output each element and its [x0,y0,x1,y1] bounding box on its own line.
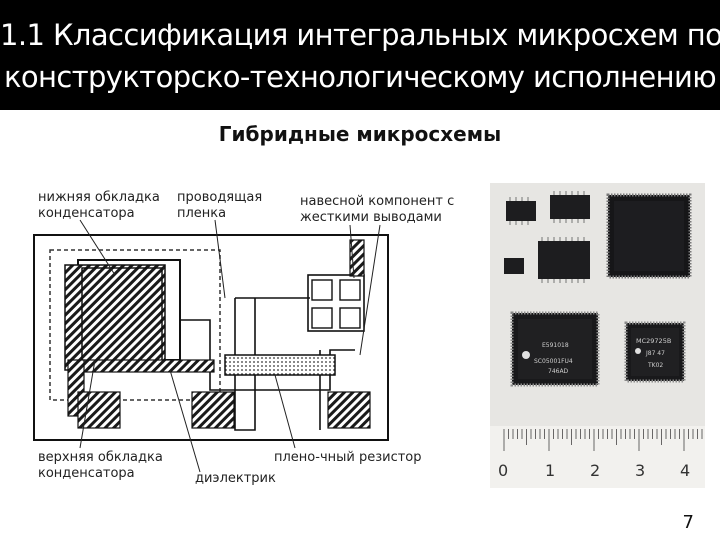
dielectric-layer [49,249,221,401]
label-dielectric: диэлектрик [195,471,276,486]
ruler-number-0: 0 [498,461,508,480]
chip-mc-label-3: TK02 [647,362,663,369]
chip-tiny [504,258,524,274]
label-mounted-component-2: жесткими выводами [300,210,442,225]
chip-e-label-2: SC05001FU4 [534,358,573,365]
chip-qfp-mc29725b: MC29725B J87 47 TK02 [624,321,686,383]
ruler-number-3: 3 [635,461,645,480]
chip-mc-label-2: J87 47 [645,350,665,357]
chip-soic-small [506,197,536,225]
chip-qfp-large [606,193,692,279]
contact-pad [77,391,121,429]
substrate-outline [33,234,389,441]
chip-soic-wide [538,237,590,283]
label-bottom-plate-2: конденсатора [38,206,135,221]
contact-pad [191,391,235,429]
label-film-resistor: плено-чный резистор [274,450,422,465]
chip-soic-medium [550,191,590,223]
hybrid-ic-diagram: нижняя обкладка конденсатора проводящая … [33,190,454,486]
ruler-number-4: 4 [680,461,690,480]
page-number: 7 [682,512,694,533]
ruler-number-1: 1 [545,461,555,480]
chip-photo: E591018 SC05001FU4 746AD MC29725B J87 47… [490,183,705,488]
contact-pad [327,391,371,429]
slide-subtitle: Гибридные микросхемы [218,122,502,146]
title-bar: 1.1 Классификация интегральных микросхем… [0,0,720,110]
label-bottom-plate-1: нижняя обкладка [38,190,160,205]
label-conductive-film-1: проводящая [177,190,262,205]
chip-e-label-1: E591018 [542,342,569,349]
chip-mc-label-1: MC29725B [636,337,671,345]
label-top-plate-1: верхняя обкладка [38,450,163,465]
mounted-component [307,274,365,332]
label-conductive-film-2: пленка [177,206,226,221]
label-top-plate-2: конденсатора [38,466,135,481]
chip-e-label-3: 746AD [548,368,569,375]
ruler-number-2: 2 [590,461,600,480]
slide-title-line-1: 1.1 Классификация интегральных микросхем… [0,18,720,52]
slide-title-line-2: конструкторско-технологическому исполнен… [3,60,717,94]
label-mounted-component-1: навесной компонент с [300,194,454,209]
capacitor-top-plate [81,267,163,364]
film-resistor [224,354,336,376]
ruler: 0 1 2 3 4 [490,426,705,488]
chip-qfp-e591018: E591018 SC05001FU4 746AD [510,311,600,387]
